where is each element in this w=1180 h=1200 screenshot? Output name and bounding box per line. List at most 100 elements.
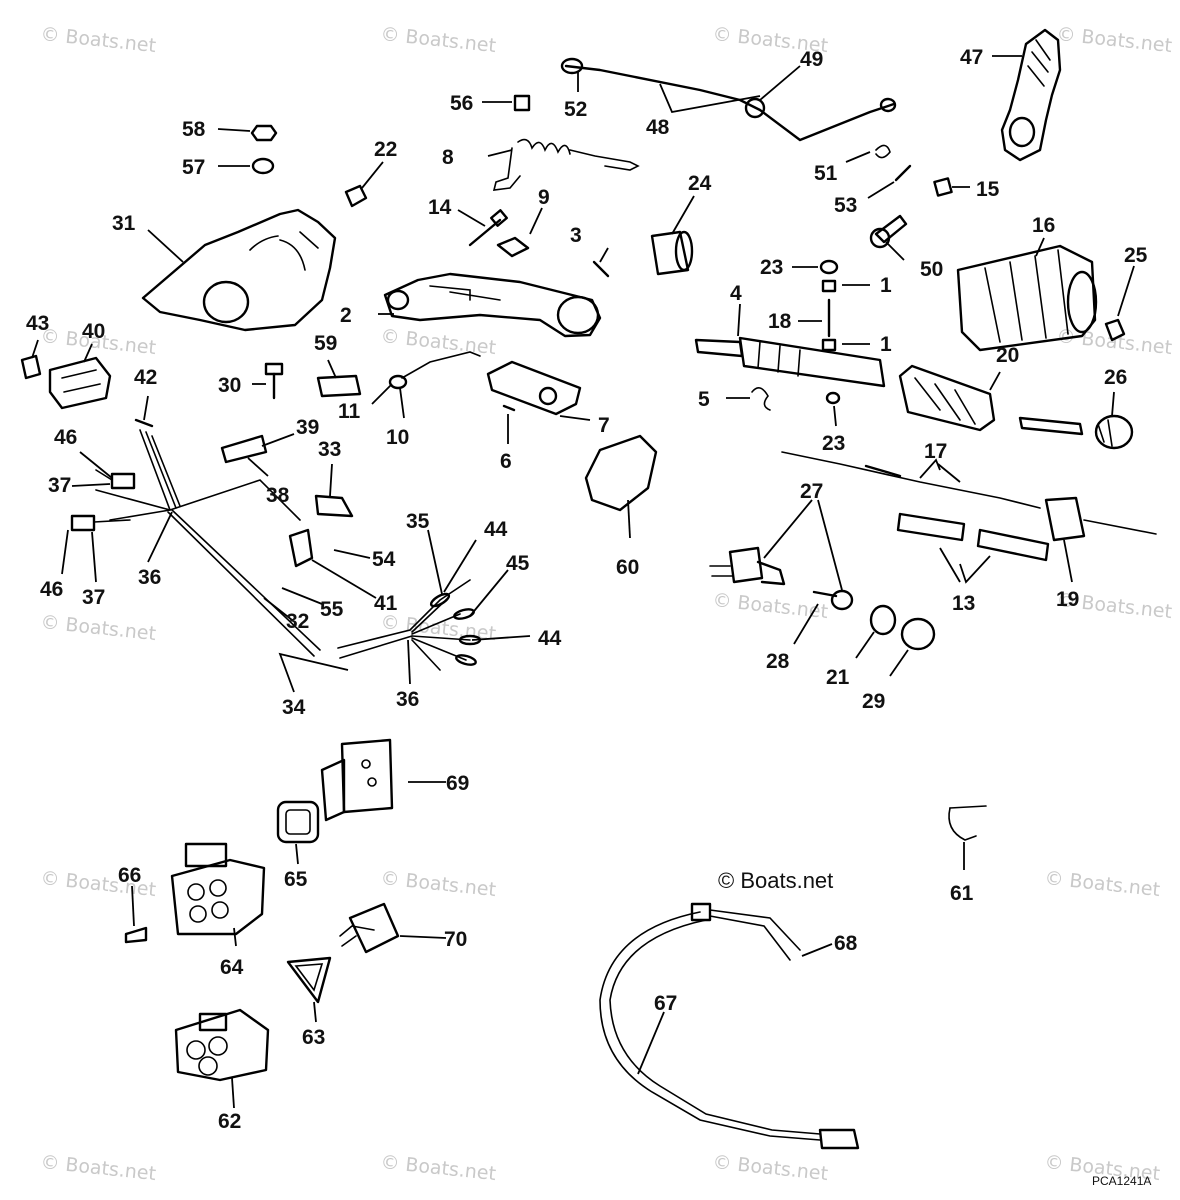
callout-labels: 1123456789101113141516171819202122232324… bbox=[26, 46, 1148, 1133]
callout-c41: 41 bbox=[374, 592, 398, 615]
part-31-detail bbox=[249, 231, 319, 271]
part-13-sleeve-b bbox=[976, 528, 1050, 562]
part-9-plate bbox=[496, 236, 530, 258]
callout-c70: 70 bbox=[444, 928, 467, 951]
callout-c44a: 44 bbox=[484, 518, 508, 541]
part-61-clip bbox=[948, 807, 977, 841]
callout-c19: 19 bbox=[1056, 588, 1079, 611]
part-63-seal-inner bbox=[294, 963, 324, 992]
part-5-clip bbox=[751, 387, 771, 411]
callout-c68: 68 bbox=[834, 932, 858, 955]
watermark-17: © Boats.net bbox=[711, 1151, 829, 1185]
callout-c34: 34 bbox=[282, 696, 306, 719]
callout-c37b: 37 bbox=[82, 586, 105, 609]
part-42-pin bbox=[134, 418, 154, 428]
callout-c51: 51 bbox=[814, 162, 838, 185]
callout-c52: 52 bbox=[564, 98, 587, 121]
part-31-boss bbox=[202, 280, 250, 324]
part-37-sender-lower bbox=[70, 514, 131, 532]
callout-c57: 57 bbox=[182, 156, 205, 179]
callout-c3: 3 bbox=[570, 224, 582, 247]
callout-c10: 10 bbox=[386, 426, 409, 449]
watermark-7: © Boats.net bbox=[1055, 325, 1173, 359]
callout-c5: 5 bbox=[698, 388, 710, 411]
part-17-cable bbox=[781, 451, 1041, 509]
callout-c43: 43 bbox=[26, 312, 49, 335]
callout-c64: 64 bbox=[220, 956, 244, 979]
part-47-ridges bbox=[1027, 39, 1051, 87]
part-24-bushing bbox=[650, 230, 694, 276]
part-59-sleeve bbox=[316, 374, 362, 398]
callout-c16: 16 bbox=[1032, 214, 1055, 237]
callout-c17: 17 bbox=[924, 440, 947, 463]
callout-c20: 20 bbox=[996, 344, 1019, 367]
callout-c26: 26 bbox=[1104, 366, 1127, 389]
part-22-bushing bbox=[344, 184, 368, 208]
watermark-1: © Boats.net bbox=[39, 23, 157, 57]
watermark-4: © Boats.net bbox=[1055, 23, 1173, 57]
watermark-10: © Boats.net bbox=[711, 589, 829, 623]
callout-c28: 28 bbox=[766, 650, 790, 673]
part-13-sleeve-a bbox=[896, 512, 966, 542]
callout-c14: 14 bbox=[428, 196, 452, 219]
callout-c37a: 37 bbox=[48, 474, 71, 497]
part-8-spring bbox=[492, 138, 640, 191]
callout-c32: 32 bbox=[286, 610, 309, 633]
leader-lines bbox=[31, 55, 1135, 1109]
part-57-washer bbox=[251, 157, 275, 175]
part-60-cover bbox=[584, 434, 658, 512]
callout-c24: 24 bbox=[688, 172, 712, 195]
callout-c50: 50 bbox=[920, 258, 943, 281]
callout-c48: 48 bbox=[646, 116, 670, 139]
watermark-8: © Boats.net bbox=[39, 611, 157, 645]
part-11-ground-lead bbox=[388, 351, 481, 390]
part-36-harness-upper bbox=[95, 429, 321, 657]
part-31-cover bbox=[141, 208, 337, 332]
callout-c46a: 46 bbox=[54, 426, 77, 449]
part-1-bushing-upper bbox=[821, 279, 837, 293]
callout-c45: 45 bbox=[506, 552, 530, 575]
callout-c42: 42 bbox=[134, 366, 157, 389]
part-39-connector bbox=[220, 434, 268, 464]
callout-c69: 69 bbox=[446, 772, 469, 795]
part-19-cable-end bbox=[1044, 496, 1157, 542]
callout-c65: 65 bbox=[284, 868, 308, 891]
part-6-screw bbox=[502, 404, 516, 412]
part-43-connector bbox=[20, 354, 42, 380]
part-62-connector bbox=[174, 1008, 270, 1082]
callout-c36b: 36 bbox=[396, 688, 419, 711]
callout-c23a: 23 bbox=[760, 256, 783, 279]
part-58-nut bbox=[250, 124, 278, 142]
callout-c33: 33 bbox=[318, 438, 341, 461]
callout-c21: 21 bbox=[826, 666, 850, 689]
part-48-rod bbox=[560, 57, 897, 142]
part-50-fitting bbox=[869, 214, 908, 249]
callout-c55: 55 bbox=[320, 598, 344, 621]
watermark-14: © Boats.net bbox=[1043, 867, 1161, 901]
callout-c30: 30 bbox=[218, 374, 241, 397]
callout-c56: 56 bbox=[450, 92, 473, 115]
callout-c47: 47 bbox=[960, 46, 983, 69]
part-61-clip-top bbox=[949, 805, 987, 809]
callout-c53: 53 bbox=[834, 194, 857, 217]
credit-text: © Boats.net bbox=[718, 868, 833, 893]
part-7-bracket bbox=[486, 360, 582, 416]
callout-c23b: 23 bbox=[822, 432, 845, 455]
callout-c2: 2 bbox=[340, 304, 352, 327]
part-20-housing bbox=[898, 364, 996, 432]
part-65-seal bbox=[276, 800, 320, 844]
callout-c9: 9 bbox=[538, 186, 550, 209]
part-drawings bbox=[20, 28, 1157, 1150]
part-47-eye bbox=[1008, 116, 1036, 148]
part-2-bore bbox=[556, 295, 600, 335]
part-30-bolt bbox=[264, 362, 284, 400]
callout-c49: 49 bbox=[800, 48, 823, 71]
part-4-throttle-shaft bbox=[694, 336, 886, 388]
part-69-boot bbox=[320, 738, 394, 822]
part-65-seal-inner bbox=[285, 809, 311, 835]
callout-c54: 54 bbox=[372, 548, 396, 571]
part-51-clip bbox=[875, 144, 891, 159]
part-2-pivot bbox=[386, 289, 410, 311]
part-29-nut bbox=[900, 617, 936, 651]
figure-code: PCA1241A bbox=[1092, 1174, 1151, 1188]
